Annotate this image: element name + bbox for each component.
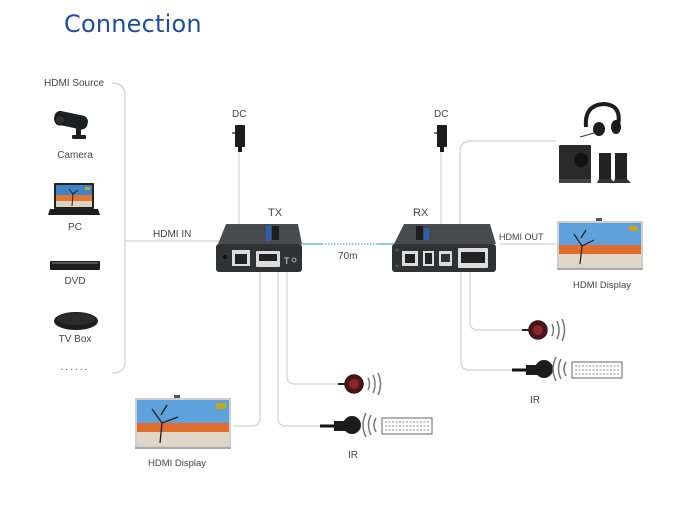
- camera-icon: [54, 110, 88, 139]
- svg-text:T: T: [284, 256, 290, 266]
- tx-label: TX: [268, 207, 283, 219]
- source-bracket: [111, 82, 126, 374]
- tx-ir-emitter-icon: [338, 372, 382, 396]
- rx-label: RX: [413, 207, 429, 219]
- rx-dc-label: DC: [434, 109, 449, 120]
- speakers-icon: [559, 145, 631, 183]
- source-item-more: ......: [60, 362, 90, 373]
- source-item-dvd: DVD: [64, 276, 86, 287]
- tx-ir-receiver-icon: [320, 412, 433, 438]
- hdmi-source-label: HDMI Source: [44, 78, 105, 89]
- dvd-player-icon: [50, 261, 100, 270]
- tx-hdmi-loop-wire: [233, 272, 261, 427]
- source-item-tv-box: TV Box: [58, 334, 92, 345]
- rx-ir-label: IR: [530, 395, 540, 406]
- page-title: Connection: [64, 10, 202, 38]
- link-distance-label: 70m: [338, 251, 358, 262]
- rx-ir-wire-2: [460, 272, 516, 371]
- tx-dc-label: DC: [232, 109, 247, 120]
- hdmi-in-label: HDMI IN: [153, 229, 192, 240]
- tx-ir-label: IR: [348, 450, 358, 461]
- tv-box-icon: [54, 312, 98, 330]
- rx-extender-device: [392, 224, 496, 272]
- rx-ir-wire-1: [469, 272, 526, 331]
- source-item-pc: PC: [68, 222, 82, 233]
- rx-ir-receiver-icon: [512, 356, 623, 382]
- rx-ir-emitter-icon: [522, 318, 566, 342]
- headphones-icon: [579, 101, 621, 138]
- rx-display-label: HDMI Display: [573, 280, 632, 291]
- source-item-camera: Camera: [57, 150, 93, 161]
- rx-hdmi-display-icon: [557, 218, 643, 270]
- tx-display-label: HDMI Display: [148, 458, 207, 469]
- laptop-icon: [48, 183, 100, 215]
- rx-power-adapter-icon: [434, 125, 447, 152]
- hdmi-out-label: HDMI OUT: [499, 232, 544, 242]
- tx-hdmi-display-icon: [135, 395, 231, 449]
- tx-ir-wire-1: [286, 272, 342, 385]
- tx-ir-wire-2: [277, 272, 338, 427]
- tx-reset-button-icon: [223, 255, 227, 259]
- tx-extender-device: T: [216, 224, 302, 272]
- tx-power-adapter-icon: [232, 125, 245, 152]
- rx-audio-wire: [459, 140, 556, 228]
